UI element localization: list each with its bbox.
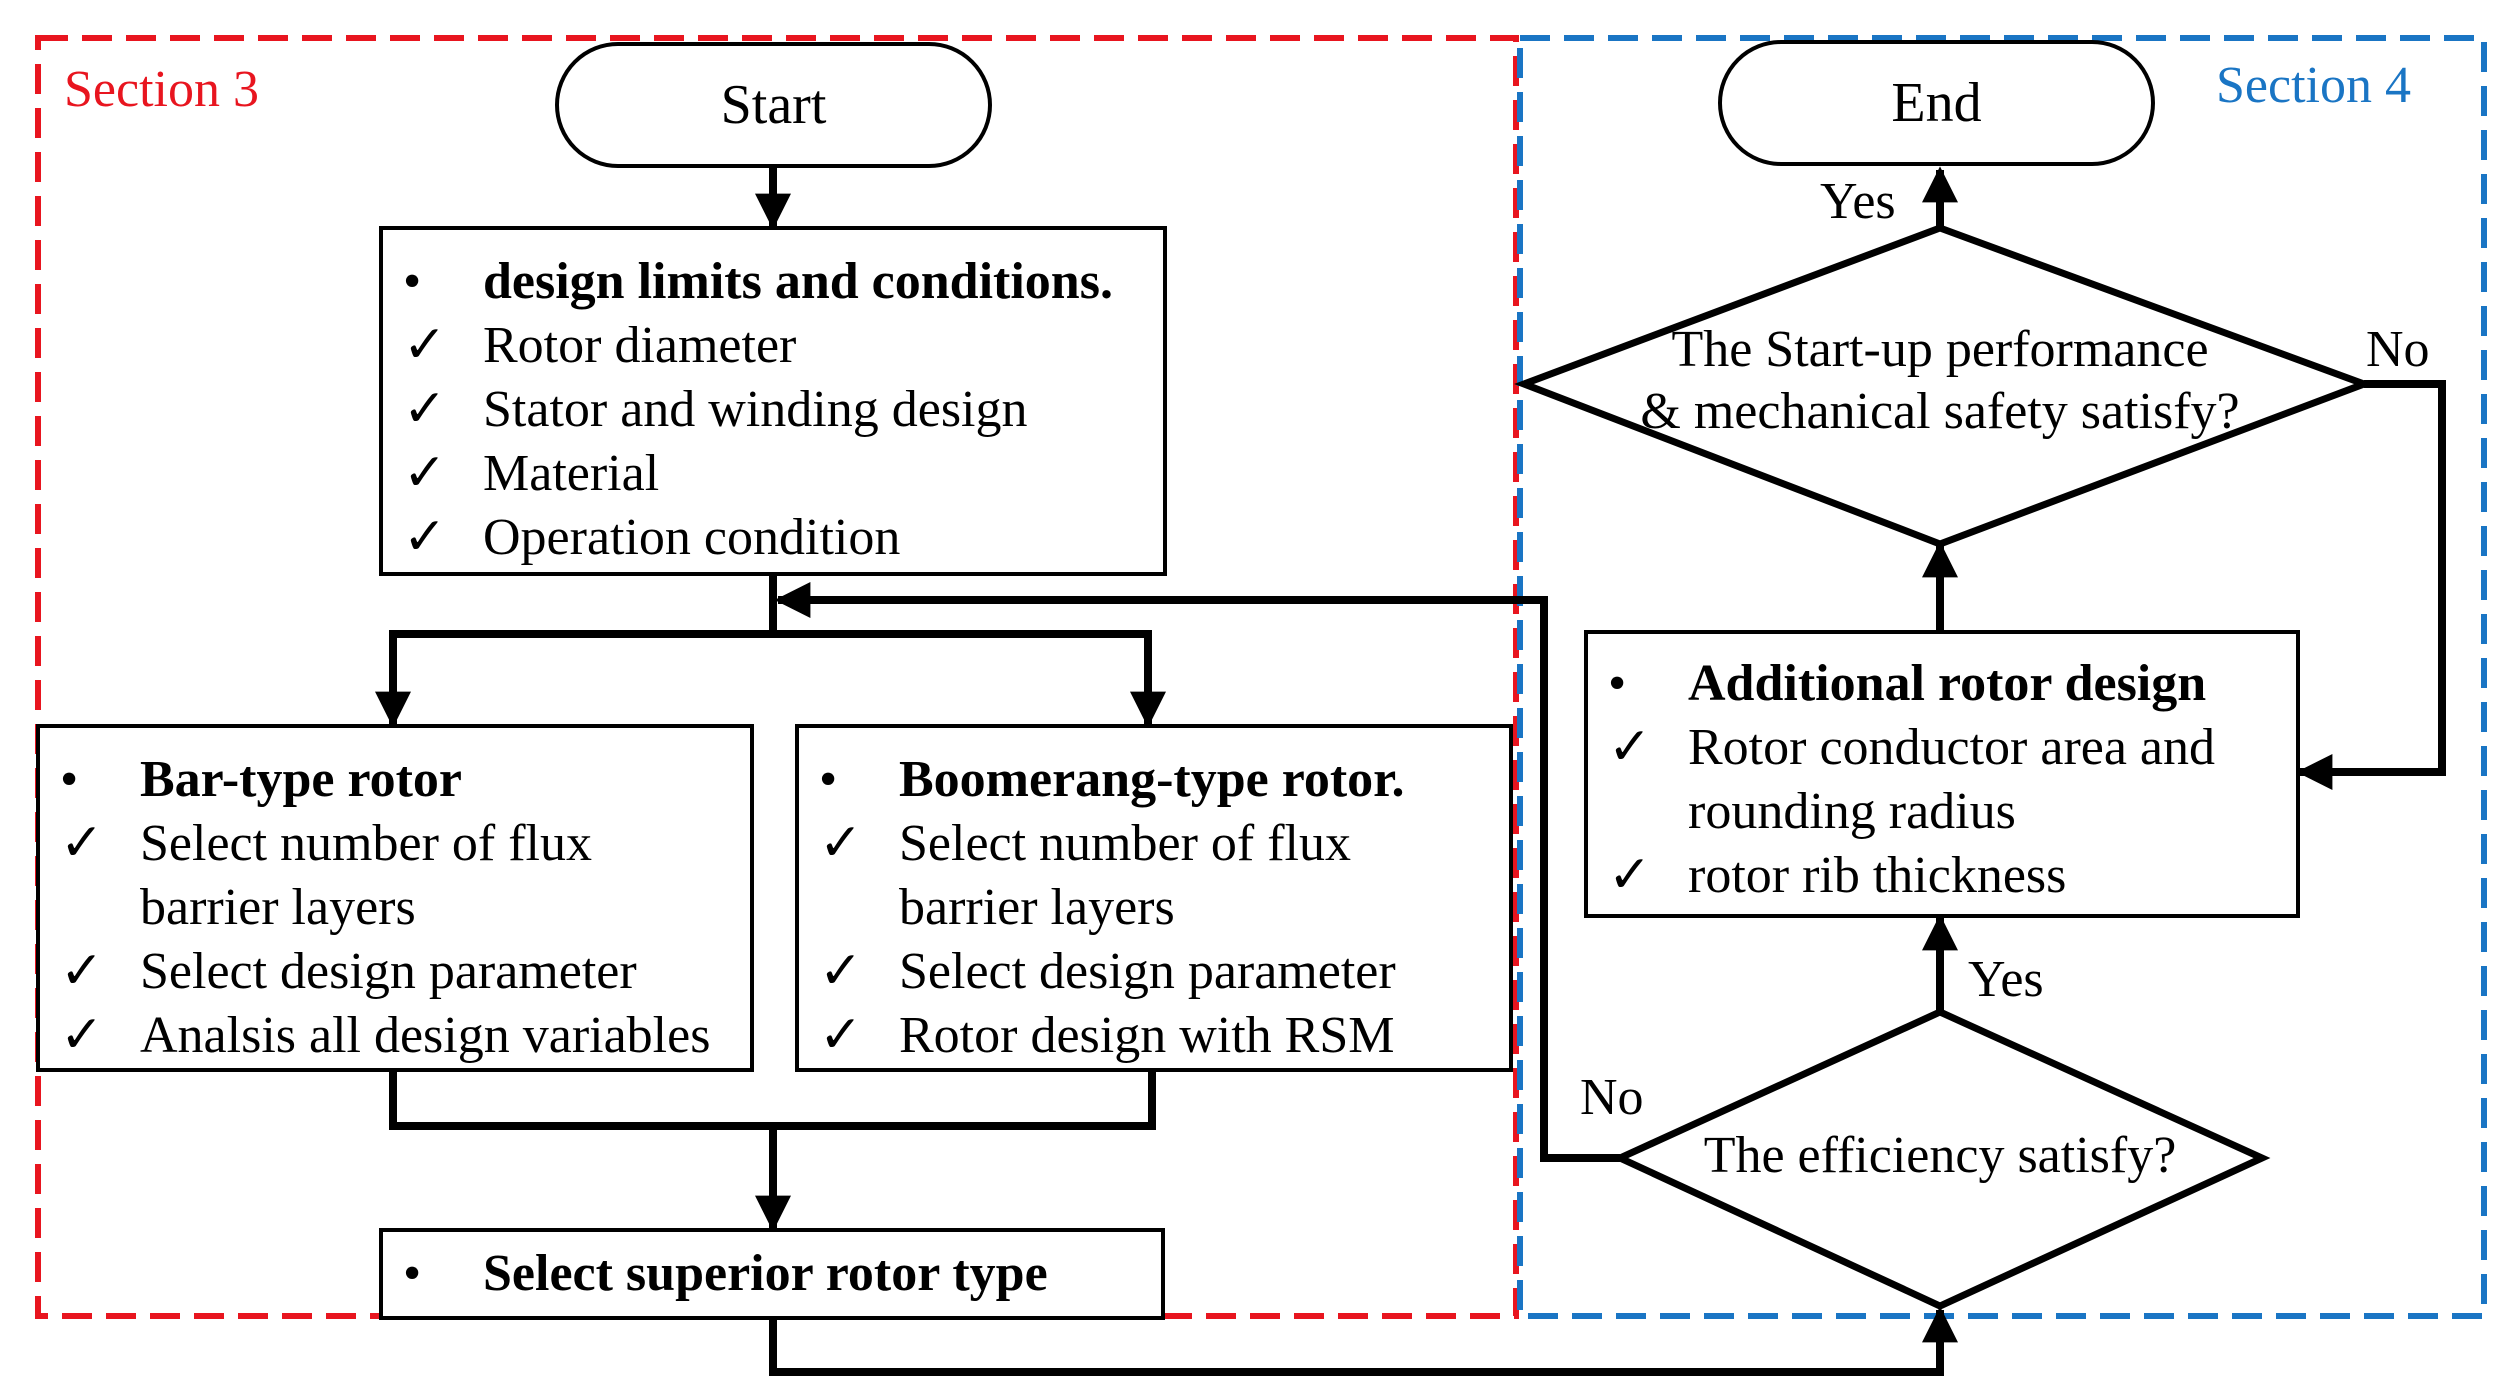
design-limits-title: design limits and conditions.	[483, 253, 1113, 310]
design-limits-box: • design limits and conditions. ✓ Rotor di…	[379, 226, 1167, 576]
list-item: Select number of flux	[899, 815, 1351, 872]
startup-decision-diamond	[1514, 224, 2375, 548]
no-label-startup: No	[2366, 321, 2430, 378]
list-item: Select design parameter	[899, 943, 1396, 1000]
check-icon: ✓	[403, 381, 447, 438]
efficiency-decision-diamond	[1611, 1008, 2271, 1310]
check-icon: ✓	[60, 943, 104, 1000]
check-icon: ✓	[60, 1007, 104, 1064]
additional-design-box: • Additional rotor design ✓ Rotor conducto…	[1584, 630, 2300, 918]
arrow-startup-no	[2296, 380, 2446, 790]
start-label: Start	[720, 74, 827, 136]
boomerang-rotor-title: Boomerang-type rotor.	[899, 751, 1405, 808]
list-item: Material	[483, 445, 660, 502]
arrow-to-boomerang-rotor	[771, 630, 1166, 728]
section4-frame	[1517, 35, 2487, 1319]
arrow-to-efficiency	[769, 1306, 1958, 1376]
yes-label-efficiency: Yes	[1968, 951, 2044, 1008]
list-item: Select design parameter	[140, 943, 637, 1000]
end-terminal: End	[1718, 40, 2155, 166]
startup-decision-line2: & mechanical safety satisfy?	[1640, 383, 2240, 440]
bullet: •	[60, 751, 79, 808]
check-icon: ✓	[819, 815, 863, 872]
no-label-efficiency: No	[1580, 1069, 1644, 1126]
bullet: •	[403, 253, 422, 310]
check-icon: ✓	[403, 509, 447, 566]
check-icon: ✓	[1608, 847, 1652, 904]
bullet: •	[403, 1245, 422, 1302]
list-item: Stator and winding design	[483, 381, 1028, 438]
additional-title: Additional rotor design	[1688, 655, 2207, 712]
list-item: Select number of flux	[140, 815, 592, 872]
start-terminal: Start	[555, 42, 992, 168]
list-item: Rotor design with RSM	[899, 1007, 1395, 1064]
list-item: Operation condition	[483, 509, 901, 566]
section4-label: Section 4	[2216, 57, 2411, 114]
check-icon: ✓	[819, 943, 863, 1000]
efficiency-decision-text: The efficiency satisfy?	[1703, 1127, 2177, 1184]
list-item: rotor rib thickness	[1688, 847, 2067, 904]
arrow-efficiency-no	[774, 582, 1620, 1162]
list-item: barrier layers	[899, 879, 1175, 936]
arrow-to-bar-rotor	[375, 630, 775, 728]
boomerang-rotor-box: • Boomerang-type rotor. ✓ Select number of…	[795, 724, 1513, 1072]
list-item: rounding radius	[1688, 783, 2016, 840]
end-label: End	[1891, 72, 1982, 134]
select-superior-box: • Select superior rotor type	[379, 1228, 1165, 1320]
section3-label: Section 3	[64, 61, 259, 118]
list-item: Rotor diameter	[483, 317, 797, 374]
list-item: Rotor conductor area and	[1688, 719, 2216, 776]
list-item: barrier layers	[140, 879, 416, 936]
startup-decision-line1: The Start-up performance	[1671, 321, 2209, 378]
bullet: •	[1608, 655, 1627, 712]
bar-rotor-box: • Bar-type rotor ✓ Select number of flux b…	[36, 724, 754, 1072]
check-icon: ✓	[60, 815, 104, 872]
bar-rotor-title: Bar-type rotor	[140, 751, 463, 808]
line-merge-rotors	[389, 1068, 1156, 1130]
check-icon: ✓	[1608, 719, 1652, 776]
check-icon: ✓	[403, 445, 447, 502]
select-superior-label: Select superior rotor type	[483, 1245, 1048, 1302]
check-icon: ✓	[403, 317, 447, 374]
yes-label-end: Yes	[1820, 173, 1896, 230]
bullet: •	[819, 751, 838, 808]
list-item: Analsis all design variables	[140, 1007, 711, 1064]
check-icon: ✓	[819, 1007, 863, 1064]
